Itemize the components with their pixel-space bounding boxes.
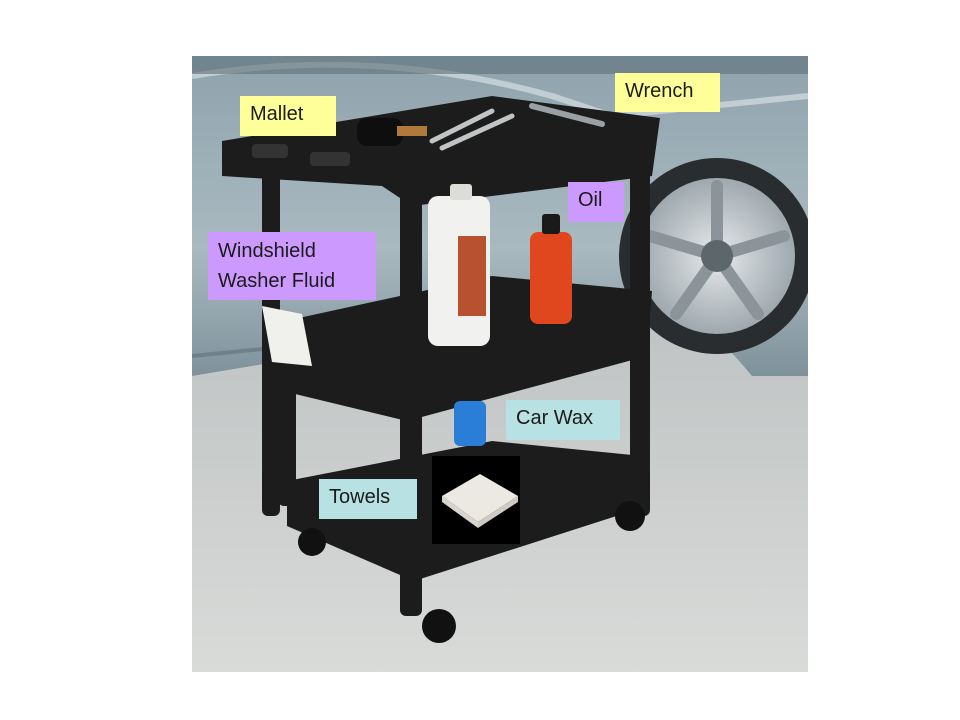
cart-photo (192, 56, 808, 672)
hanging-towel (262, 306, 312, 366)
label-windshield-line2: Washer Fluid (218, 270, 336, 292)
label-wrench: Wrench (615, 73, 720, 112)
washer-fluid-jug (428, 184, 490, 346)
wrench-tool (529, 103, 605, 127)
pliers-tool (429, 108, 515, 151)
label-windshield-washer-fluid: Windshield Washer Fluid (208, 232, 376, 300)
label-car-wax: Car Wax (506, 400, 620, 440)
oil-bottle (530, 214, 572, 324)
cart-casters (298, 501, 645, 643)
label-towels: Towels (319, 479, 417, 519)
car-wax-bottle (454, 401, 486, 446)
towel-stack-icon (442, 474, 518, 528)
car-wheel (619, 158, 808, 354)
label-oil: Oil (568, 182, 624, 222)
mallet-tool (357, 118, 427, 146)
label-windshield-line1: Windshield (218, 240, 316, 262)
label-mallet: Mallet (240, 96, 336, 136)
towels-inset (432, 456, 520, 544)
